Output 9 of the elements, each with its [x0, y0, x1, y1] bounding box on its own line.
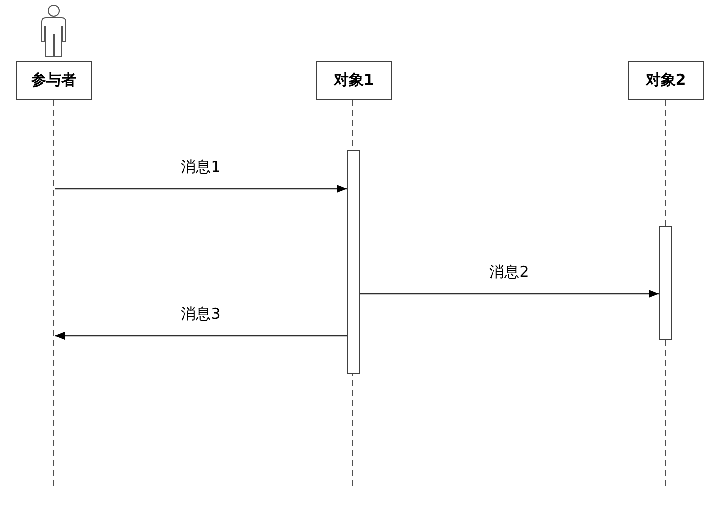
- participant-box: 对象2: [628, 61, 704, 100]
- activation-bar: [659, 226, 672, 340]
- activation-bar: [347, 150, 360, 374]
- edge-label: 消息3: [179, 305, 223, 323]
- participant-box: 对象1: [316, 61, 392, 100]
- participant-box: 参与者: [16, 61, 92, 100]
- message-arrow: [360, 290, 659, 298]
- message-arrow: [55, 185, 347, 193]
- message-arrow: [55, 332, 347, 340]
